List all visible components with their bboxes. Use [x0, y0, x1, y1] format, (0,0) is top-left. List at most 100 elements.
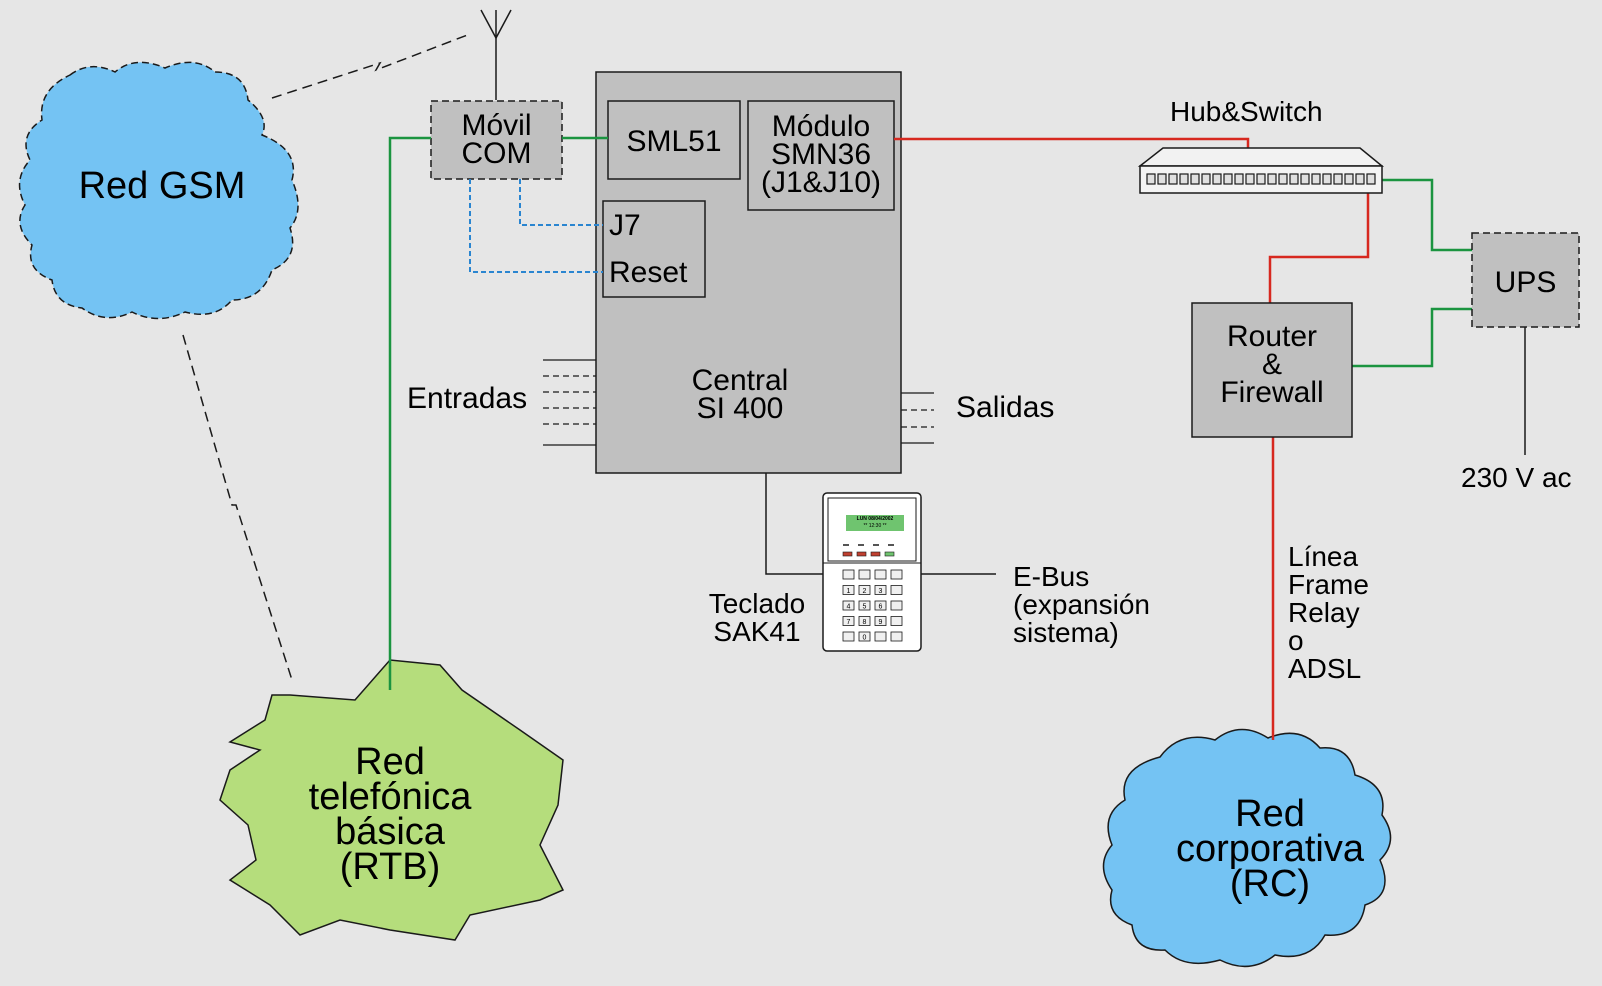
- reset-label: Reset: [609, 256, 688, 289]
- teclado-line-1: Teclado: [708, 588, 806, 619]
- salidas-lines: [901, 392, 934, 444]
- salidas-label: Salidas: [956, 391, 1055, 424]
- linea-line-3: Relay: [1288, 597, 1360, 628]
- central-line-1: Central: [691, 364, 789, 397]
- linea-line-2: Frame: [1288, 569, 1369, 600]
- ups-label: UPS: [1494, 266, 1557, 299]
- keypad-key-label: 7: [847, 619, 851, 626]
- antenna-icon: [480, 9, 512, 100]
- keypad-key: [842, 616, 855, 626]
- keypad-key-label: 5: [863, 604, 867, 611]
- linea-label: Línea Frame Relay o ADSL: [1288, 543, 1369, 683]
- rtb-line-4: (RTB): [339, 846, 441, 888]
- keypad-key: [890, 600, 903, 611]
- hub-port: [1245, 173, 1255, 185]
- sml51-label: SML51: [626, 125, 722, 158]
- movil-line-1: Móvil: [461, 109, 532, 142]
- keypad-display-line-1: LUN 08/04/2002: [856, 516, 894, 522]
- linea-line-1: Línea: [1288, 541, 1359, 572]
- keypad-key: [842, 569, 855, 580]
- smn36-label: Módulo SMN36 (J1&J10): [748, 112, 894, 198]
- hub-port: [1278, 173, 1288, 185]
- hub-port: [1179, 173, 1189, 185]
- router-line-2: &: [1261, 348, 1282, 381]
- keypad-key-label: 3: [879, 588, 883, 595]
- keypad-display-line-2: ** 12:30 **: [863, 523, 887, 529]
- gsm-cloud: [18, 61, 299, 320]
- hub-port: [1212, 173, 1222, 185]
- rc-line-3: (RC): [1229, 863, 1311, 905]
- rc-line-1: Red: [1235, 793, 1305, 835]
- hub-port: [1344, 173, 1354, 185]
- hub-port: [1267, 173, 1277, 185]
- keypad-key: [874, 631, 887, 642]
- ebus-line-3: sistema): [1013, 617, 1119, 648]
- router-line-1: Router: [1226, 320, 1318, 353]
- keypad-key: [858, 600, 871, 611]
- green-links: [388, 136, 1472, 690]
- keypad-key: [842, 600, 855, 611]
- blue-links: [469, 179, 603, 273]
- hub-switch-label: Hub&Switch: [1170, 96, 1323, 127]
- hub-port: [1223, 173, 1233, 185]
- movil-com-label: Móvil COM: [431, 109, 562, 170]
- ups-box: [1471, 232, 1580, 328]
- keypad-key: [890, 585, 903, 595]
- keypad-links: [765, 473, 996, 575]
- entradas-lines: [543, 359, 596, 446]
- keypad-key: [858, 569, 871, 580]
- gsm-cloud-label: Red GSM: [78, 165, 246, 207]
- hub-switch-icon: [1137, 147, 1385, 194]
- linea-line-5: ADSL: [1288, 653, 1362, 684]
- router-box: [1191, 302, 1353, 438]
- keypad-key: [858, 631, 871, 642]
- hub-port: [1366, 173, 1376, 185]
- rc-cloud: [1102, 728, 1392, 968]
- keypad-key: [874, 600, 887, 611]
- hub-port: [1333, 173, 1343, 185]
- keypad-key: [890, 631, 903, 642]
- hub-port: [1234, 173, 1244, 185]
- keypad-key-label: 6: [879, 604, 883, 611]
- teclado-label: Teclado SAK41: [697, 590, 817, 646]
- teclado-line-2: SAK41: [713, 616, 801, 647]
- keypad-key-label: 2: [863, 588, 867, 595]
- hub-port: [1289, 173, 1299, 185]
- keypad-key: [890, 616, 903, 626]
- rtb-line-1: Red: [355, 741, 425, 783]
- rtb-line-3: básica: [335, 811, 445, 853]
- j7-reset-box: [602, 200, 706, 298]
- hub-port: [1355, 173, 1365, 185]
- rtb-line-2: telefónica: [308, 776, 472, 818]
- smn36-line-2: SMN36: [770, 138, 872, 171]
- ebus-label: E-Bus (expansión sistema): [1013, 563, 1150, 647]
- rc-line-2: corporativa: [1176, 828, 1364, 870]
- router-label: Router & Firewall: [1192, 320, 1352, 409]
- hub-port: [1256, 173, 1266, 185]
- entradas-label: Entradas: [407, 382, 528, 415]
- power-label: 230 V ac: [1461, 462, 1572, 493]
- movil-com-box: [430, 100, 563, 180]
- rtb-cloud: [219, 659, 565, 941]
- hub-port: [1157, 173, 1167, 185]
- hub-port: [1300, 173, 1310, 185]
- ebus-line-2: (expansión: [1013, 589, 1150, 620]
- hub-port: [1322, 173, 1332, 185]
- gsm-wireless-link: [182, 33, 471, 681]
- hub-port: [1311, 173, 1321, 185]
- movil-line-2: COM: [461, 137, 532, 170]
- ebus-line-1: E-Bus: [1013, 561, 1090, 592]
- keypad-key: [858, 616, 871, 626]
- hub-port: [1201, 173, 1211, 185]
- keypad-key-label: 4: [847, 604, 851, 611]
- hub-port: [1146, 173, 1156, 185]
- keypad-key-label: 9: [879, 619, 883, 626]
- linea-line-4: o: [1288, 625, 1304, 656]
- smn36-box: [747, 100, 895, 211]
- router-line-3: Firewall: [1220, 376, 1324, 409]
- hub-port: [1190, 173, 1200, 185]
- central-label: Central SI 400: [640, 364, 840, 424]
- hub-port: [1168, 173, 1178, 185]
- keypad-key: [842, 631, 855, 642]
